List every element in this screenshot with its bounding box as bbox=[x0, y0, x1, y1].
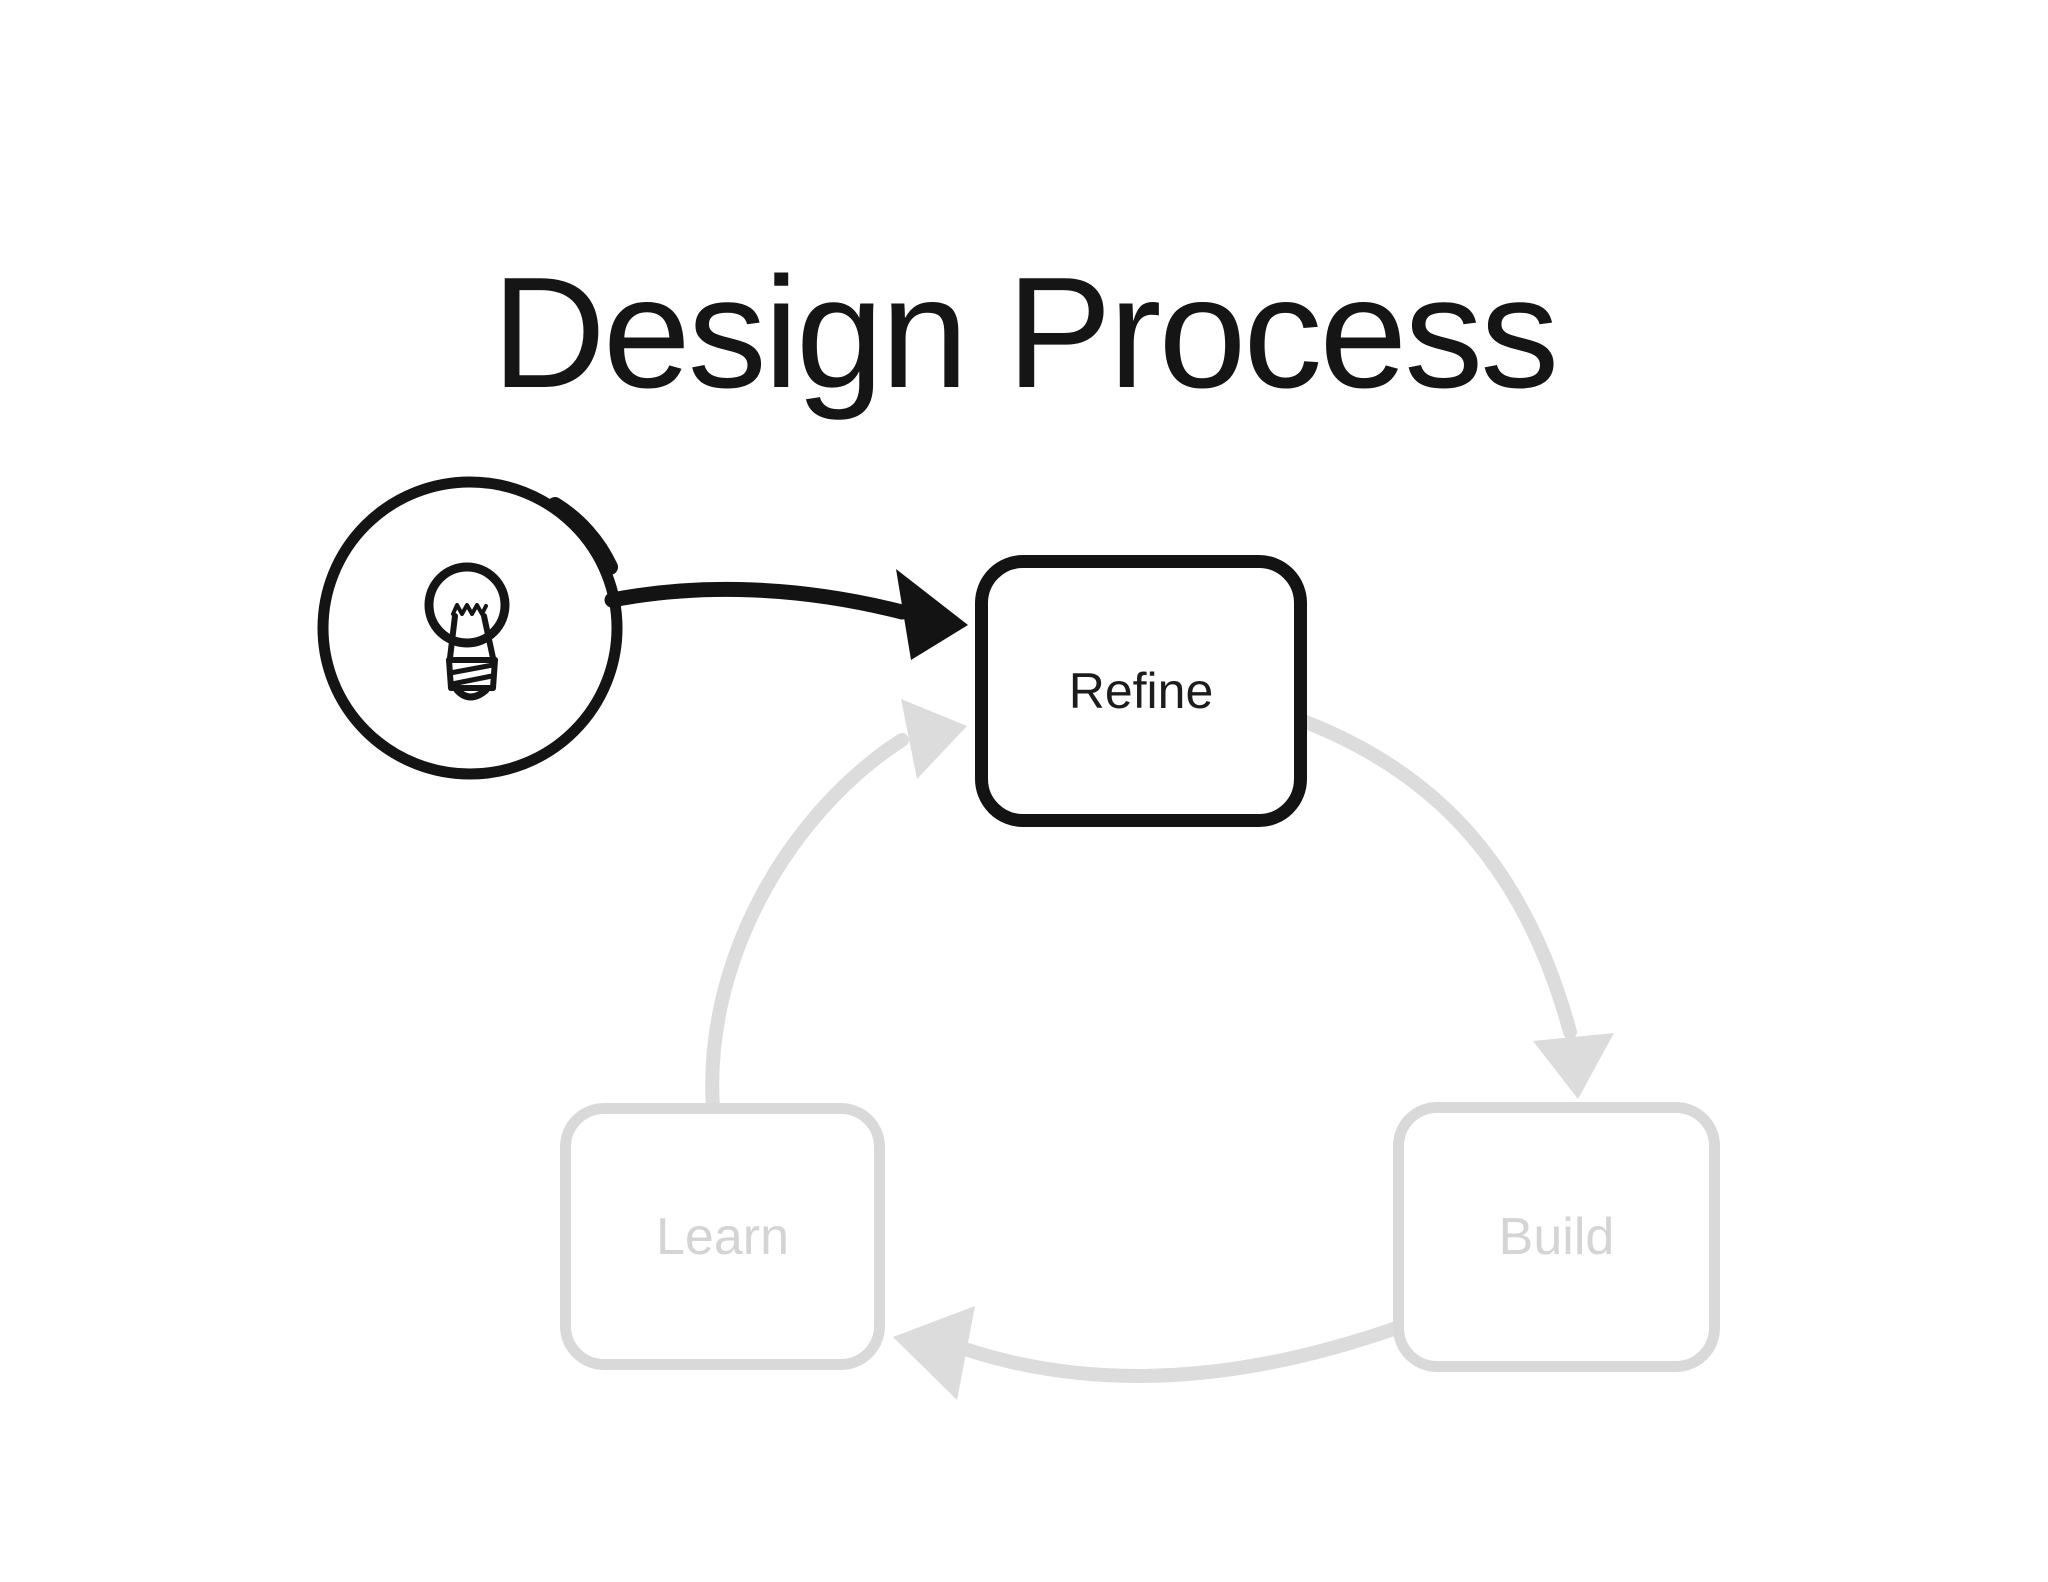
arrowhead-left-icon bbox=[893, 1306, 975, 1400]
node-build: Build bbox=[1393, 1102, 1720, 1372]
node-refine-label: Refine bbox=[1068, 663, 1214, 719]
node-refine: Refine bbox=[975, 555, 1307, 827]
slide-title: Design Process bbox=[491, 244, 1559, 421]
arrowhead-down-icon bbox=[1533, 1033, 1614, 1099]
node-learn: Learn bbox=[560, 1103, 885, 1370]
idea-to-refine-arrow bbox=[604, 569, 968, 660]
refine-to-build-arrow bbox=[1296, 714, 1614, 1099]
build-to-learn-arrow bbox=[893, 1306, 1409, 1400]
arrowhead-upright-icon bbox=[901, 699, 967, 779]
node-build-label: Build bbox=[1498, 1208, 1615, 1266]
arrowhead-right-icon bbox=[896, 569, 968, 660]
learn-to-refine-arrow bbox=[705, 699, 967, 1115]
node-learn-label: Learn bbox=[656, 1207, 789, 1266]
lightbulb-icon bbox=[424, 562, 510, 701]
